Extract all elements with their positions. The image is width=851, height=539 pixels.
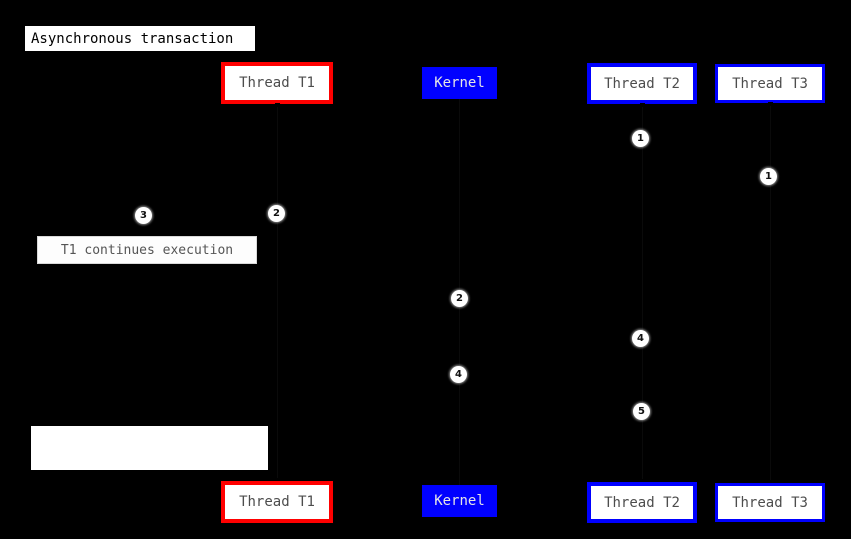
lifeline-nub-t3-bottom: [768, 480, 773, 484]
participant-thread-t2-bottom[interactable]: Thread T2: [587, 482, 697, 523]
step-marker-6: 4: [632, 330, 649, 347]
page-title: Asynchronous transaction: [31, 30, 234, 47]
participant-label: Kernel: [434, 75, 485, 91]
participant-thread-t1-bottom[interactable]: Thread T1: [221, 481, 333, 523]
participant-label: Thread T2: [604, 75, 680, 92]
participant-label: Thread T2: [604, 494, 680, 511]
participant-label: Thread T3: [732, 494, 808, 511]
participant-thread-t2-top[interactable]: Thread T2: [587, 63, 697, 104]
lifeline-nub-t2-bottom: [640, 479, 645, 483]
step-marker-number: 4: [637, 333, 644, 344]
participant-label: Thread T1: [239, 75, 315, 91]
step-marker-number: 2: [273, 208, 280, 219]
lifeline-nub-t1-bottom: [275, 478, 280, 482]
step-marker-number: 2: [456, 293, 463, 304]
participant-kernel-bottom[interactable]: Kernel: [422, 485, 497, 517]
participant-kernel-top[interactable]: Kernel: [422, 67, 497, 99]
lifeline-thread-t3: [770, 103, 771, 483]
step-marker-number: 3: [140, 210, 147, 221]
note-blank: [31, 426, 268, 470]
lifeline-nub-t1-top: [275, 103, 280, 107]
participant-thread-t3-top[interactable]: Thread T3: [715, 64, 825, 103]
step-marker-8: 5: [633, 403, 650, 420]
step-marker-number: 1: [637, 133, 644, 144]
step-marker-number: 4: [455, 369, 462, 380]
step-marker-5: 2: [451, 290, 468, 307]
diagram-title-box: Asynchronous transaction: [25, 26, 255, 51]
note-t1-continues-execution: T1 continues execution: [37, 236, 257, 264]
step-marker-number: 5: [638, 406, 645, 417]
step-marker-number: 1: [765, 171, 772, 182]
lifeline-nub-t3-top: [768, 102, 773, 106]
participant-label: Thread T1: [239, 494, 315, 510]
lifeline-nub-t2-top: [640, 103, 645, 107]
participant-label: Thread T3: [732, 75, 808, 92]
step-marker-3: 3: [135, 207, 152, 224]
step-marker-1: 1: [632, 130, 649, 147]
step-marker-4: 2: [268, 205, 285, 222]
participant-thread-t3-bottom[interactable]: Thread T3: [715, 483, 825, 522]
participant-thread-t1-top[interactable]: Thread T1: [221, 62, 333, 104]
lifeline-thread-t1: [277, 104, 278, 481]
lifeline-thread-t2: [642, 104, 643, 482]
participant-label: Kernel: [434, 493, 485, 509]
step-marker-7: 4: [450, 366, 467, 383]
note-text: T1 continues execution: [60, 242, 234, 258]
step-marker-2: 1: [760, 168, 777, 185]
